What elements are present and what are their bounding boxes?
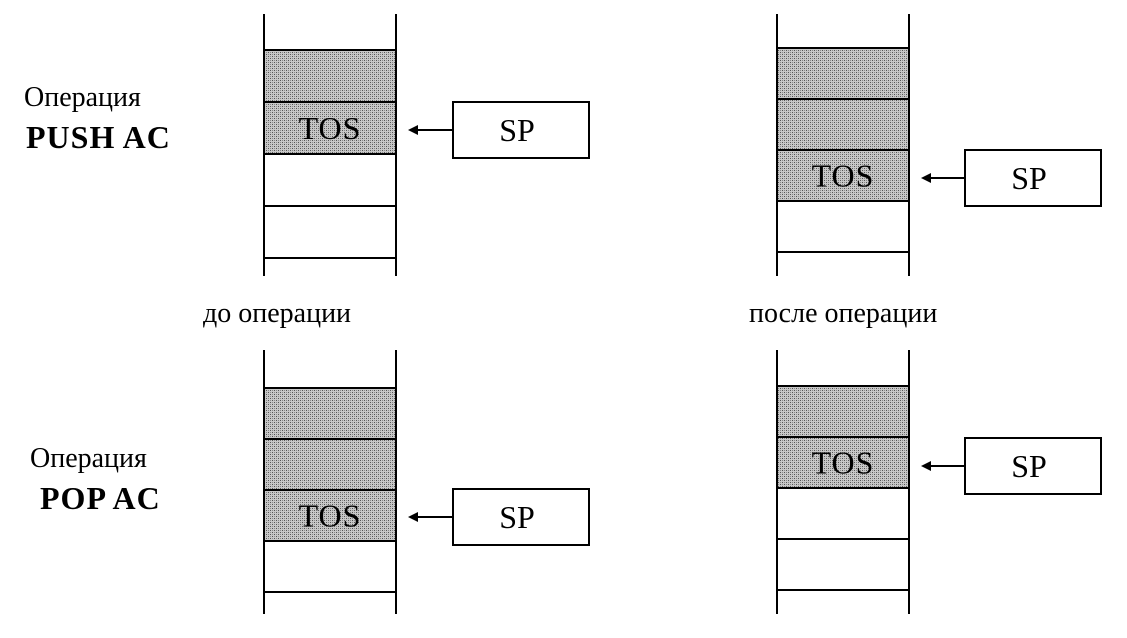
empty-cell — [264, 154, 396, 206]
empty-cell — [264, 541, 396, 592]
sp-register-box — [964, 437, 1102, 495]
filled-cell — [777, 48, 909, 99]
arrow-head-icon — [408, 512, 418, 522]
tos-cell — [777, 150, 909, 201]
sp-label: SP — [499, 112, 535, 148]
filled-cell — [777, 99, 909, 150]
stack-push-before: TOS SP — [263, 14, 590, 276]
stack-push-after: TOS SP — [776, 14, 1102, 276]
sp-label: SP — [1011, 448, 1047, 484]
empty-cell — [264, 206, 396, 258]
arrow-head-icon — [921, 173, 931, 183]
tos-cell — [777, 437, 909, 488]
filled-cell — [777, 386, 909, 437]
tos-label: TOS — [812, 158, 875, 194]
empty-cell — [777, 488, 909, 539]
pop-title: Операция — [30, 443, 147, 474]
filled-cell — [264, 388, 396, 439]
sp-register-box — [964, 149, 1102, 207]
push-title: Операция — [24, 82, 141, 113]
sp-register-box — [452, 101, 590, 159]
arrow-head-icon — [408, 125, 418, 135]
caption-after: после операции — [749, 298, 937, 329]
empty-cell — [777, 201, 909, 252]
sp-label: SP — [1011, 160, 1047, 196]
tos-label: TOS — [812, 445, 875, 481]
tos-cell — [264, 490, 396, 541]
pop-instruction: POP AC — [40, 480, 161, 516]
caption-before: до операции — [203, 298, 351, 329]
arrow-head-icon — [921, 461, 931, 471]
empty-cell — [777, 539, 909, 590]
tos-label: TOS — [299, 498, 362, 534]
sp-register-box — [452, 488, 590, 546]
tos-cell — [264, 102, 396, 154]
filled-cell — [264, 50, 396, 102]
stack-pop-before: TOS SP — [263, 350, 590, 614]
sp-label: SP — [499, 499, 535, 535]
push-instruction: PUSH AC — [26, 119, 171, 155]
filled-cell — [264, 439, 396, 490]
tos-label: TOS — [299, 110, 362, 146]
stack-pop-after: TOS SP — [776, 350, 1102, 614]
